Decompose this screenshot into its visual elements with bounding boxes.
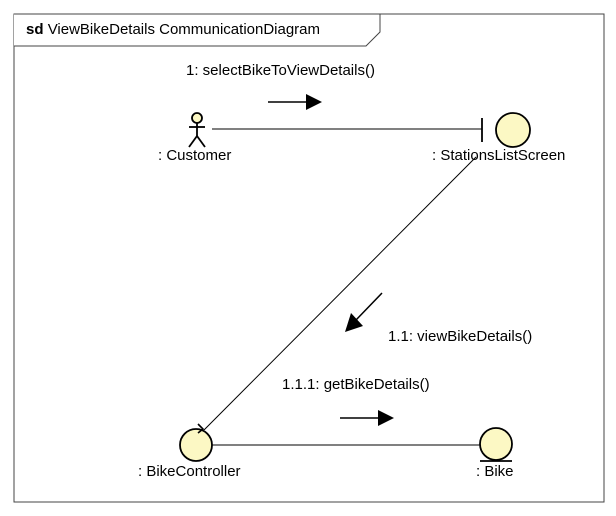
message-label-1-1: 1.1: viewBikeDetails() (388, 328, 533, 345)
message-arrow-1 (268, 94, 322, 110)
actor-icon (188, 112, 206, 148)
message-label-1: 1: selectBikeToViewDetails() (186, 62, 375, 79)
frame-name: ViewBikeDetails CommunicationDiagram (47, 21, 321, 38)
lifeline-label-customer: : Customer (158, 147, 232, 164)
control-icon (179, 423, 213, 462)
lifeline-label-bike: : Bike (476, 463, 514, 480)
link-screen-controller (203, 156, 477, 431)
boundary-icon (481, 112, 531, 148)
frame-keyword: sd (26, 21, 44, 38)
message-label-1-1-1: 1.1.1: getBikeDetails() (282, 376, 430, 393)
message-arrow-1-1-1 (340, 410, 394, 426)
entity-icon (479, 427, 513, 462)
frame-title: sd ViewBikeDetails CommunicationDiagram (26, 21, 320, 39)
message-arrow-1-1 (345, 292, 383, 332)
frame-name-tab (14, 13, 381, 47)
frame-border (13, 13, 605, 503)
lifeline-label-stations-list-screen: : StationsListScreen (432, 147, 566, 164)
lifeline-label-bike-controller: : BikeController (138, 463, 241, 480)
